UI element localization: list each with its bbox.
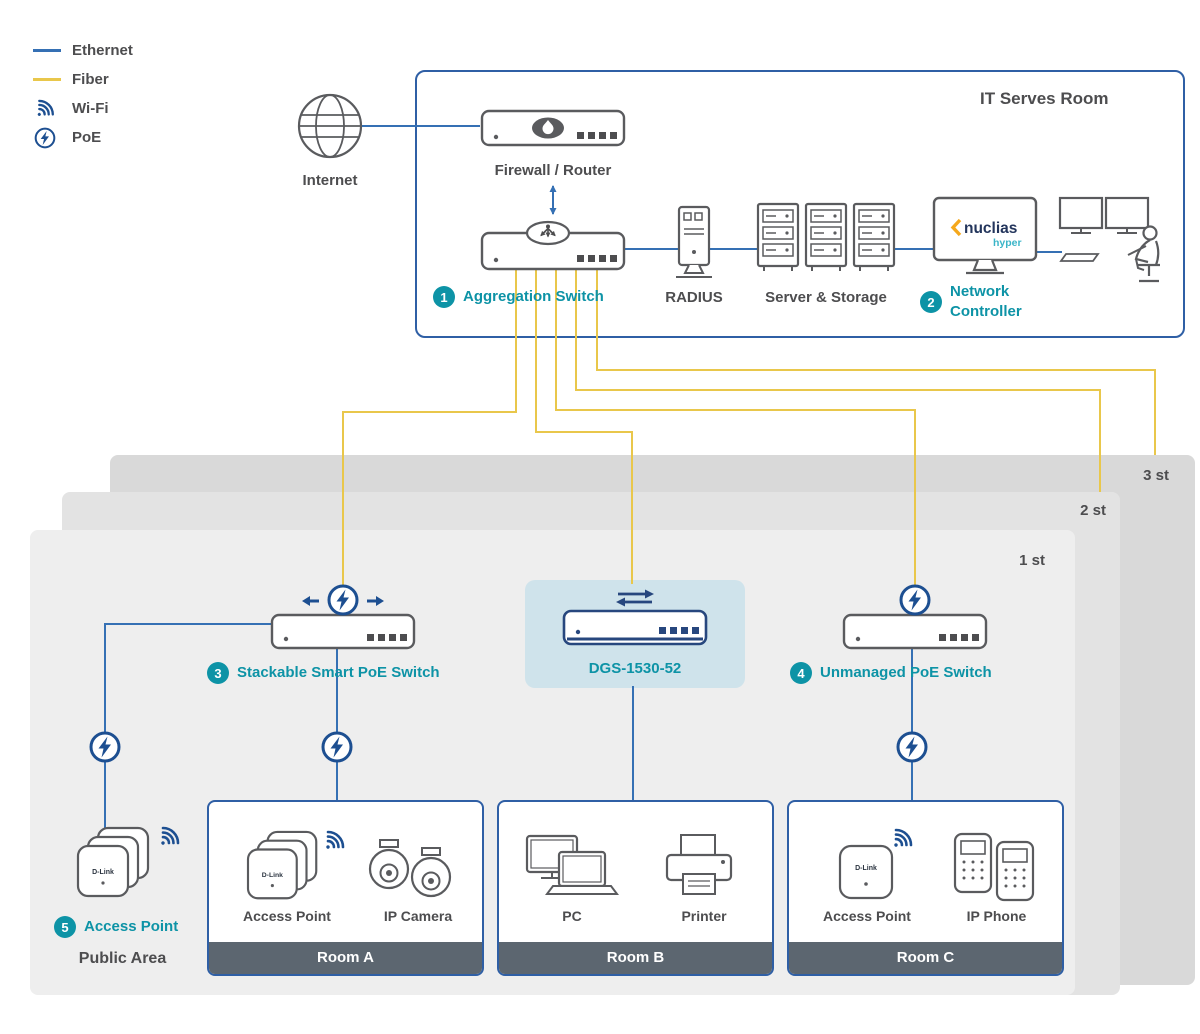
network-controller-label: Network Controller <box>950 283 1022 320</box>
poe-icon <box>33 126 61 150</box>
step-5-badge: 5 <box>54 916 76 938</box>
legend-ethernet-label: Ethernet <box>72 42 133 59</box>
legend-ethernet: Ethernet <box>33 36 133 65</box>
stack-arrow-left-icon <box>301 593 321 614</box>
aggregation-switch-label: Aggregation Switch <box>463 288 604 305</box>
legend-wifi-label: Wi-Fi <box>72 100 109 117</box>
radius-server-icon <box>669 204 719 287</box>
step-2-badge: 2 <box>920 291 942 313</box>
room-a-box: Access Point IP Camera Room A <box>207 800 484 976</box>
access-point-label: Access Point <box>243 908 331 924</box>
wifi-icon <box>321 828 351 859</box>
stack-arrow-right-icon <box>365 593 385 614</box>
it-room-title: IT Serves Room <box>980 89 1109 108</box>
fiber-line-swatch <box>33 78 61 81</box>
stackable-switch-label: Stackable Smart PoE Switch <box>237 664 440 681</box>
legend-fiber: Fiber <box>33 65 133 94</box>
firewall-router-icon <box>478 98 628 158</box>
legend-wifi: Wi-Fi <box>33 94 133 123</box>
poe-icon <box>894 729 930 770</box>
printer-icon <box>657 832 747 909</box>
ip-phone-label: IP Phone <box>966 908 1027 924</box>
step-3-badge: 3 <box>207 662 229 684</box>
legend: Ethernet Fiber Wi-Fi PoE <box>33 36 133 152</box>
network-controller-icon <box>930 196 1040 285</box>
room-b-title: Room B <box>499 942 772 974</box>
legend-poe: PoE <box>33 123 133 152</box>
room-c-box: Access Point IP Phone Room C <box>787 800 1064 976</box>
step-4-badge: 4 <box>790 662 812 684</box>
step-1-badge: 1 <box>433 286 455 308</box>
public-area-label: Public Area <box>78 950 167 967</box>
printer-label: Printer <box>681 908 727 924</box>
radius-label: RADIUS <box>665 289 723 306</box>
room-c-title: Room C <box>789 942 1062 974</box>
poe-icon <box>87 729 123 770</box>
server-storage-icon <box>756 200 896 283</box>
dgs-uplink-arrows-icon <box>612 588 658 613</box>
poe-icon <box>319 729 355 770</box>
firewall-router-label: Firewall / Router <box>494 162 612 179</box>
ip-camera-label: IP Camera <box>383 908 453 924</box>
legend-poe-label: PoE <box>72 129 102 146</box>
internet-globe-icon <box>294 90 366 167</box>
public-access-point-icon <box>68 826 168 911</box>
poe-icon <box>897 582 933 623</box>
ip-phone-icon <box>949 832 1041 909</box>
floor-3-label: 3 st <box>1143 467 1169 484</box>
server-storage-label: Server & Storage <box>765 289 887 306</box>
access-point-label: Access Point <box>823 908 911 924</box>
wifi-icon <box>156 824 186 855</box>
floor-2-label: 2 st <box>1080 502 1106 519</box>
unmanaged-switch-label: Unmanaged PoE Switch <box>820 664 992 681</box>
internet-label: Internet <box>302 172 358 189</box>
wifi-icon <box>33 97 61 121</box>
poe-icon <box>325 582 361 623</box>
pc-icon <box>521 832 621 909</box>
aggregation-switch-icon <box>478 216 628 279</box>
legend-fiber-label: Fiber <box>72 71 109 88</box>
public-access-point-label: Access Point <box>84 918 179 935</box>
room-b-box: PC Printer Room B <box>497 800 774 976</box>
floor-1-label: 1 st <box>1019 552 1045 569</box>
pc-label: PC <box>562 908 582 924</box>
admin-workstation-icon <box>1058 196 1178 296</box>
ip-camera-icon <box>359 836 469 911</box>
dgs-switch-label: DGS-1530-52 <box>588 660 682 677</box>
ethernet-line-swatch <box>33 49 61 52</box>
room-a-title: Room A <box>209 942 482 974</box>
wifi-icon <box>889 826 919 857</box>
